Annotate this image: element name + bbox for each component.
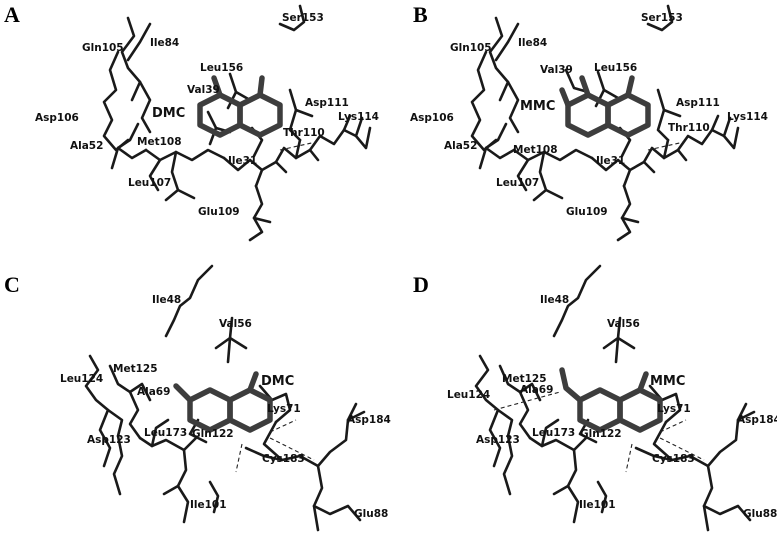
- residue-label: Lys71: [267, 403, 301, 415]
- residue-label: Met125: [502, 373, 547, 385]
- residue-label: Thr110: [283, 127, 325, 139]
- panel-letter: A: [4, 2, 20, 27]
- residue-label: Asp106: [35, 112, 79, 124]
- residue-label: Glu109: [198, 206, 240, 218]
- residue-label: Ile101: [190, 499, 227, 511]
- residue-label: Asp123: [87, 434, 131, 446]
- residue-label: Ala69: [520, 384, 553, 396]
- residue-label: Asp184: [737, 414, 777, 426]
- residue-label: Asp184: [347, 414, 391, 426]
- residue-label: Leu173: [144, 427, 187, 439]
- residue-label: Glu88: [354, 508, 388, 520]
- residue-label: Val39: [540, 64, 573, 76]
- residue-sticks: [474, 264, 756, 532]
- hydrogen-bond: [659, 419, 687, 433]
- panel-b: B: [410, 2, 768, 242]
- residue-label: Gln122: [192, 428, 234, 440]
- residue-label: Glu109: [566, 206, 608, 218]
- residue-label: Leu156: [200, 62, 243, 74]
- ligand-label: DMC: [152, 106, 185, 121]
- hydrogen-bond: [279, 141, 317, 151]
- residue-label: Asp111: [305, 97, 349, 109]
- residue-label: Leu156: [594, 62, 637, 74]
- residue-label: Asp111: [676, 97, 720, 109]
- residue-labels: Ile48 Val56 Met125 Leu124 Ala69 Lys71 As…: [60, 294, 391, 520]
- residue-label: Cys183: [652, 453, 695, 465]
- hydrogen-bond: [659, 437, 705, 461]
- hydrogen-bond: [647, 141, 685, 151]
- residue-label: Asp123: [476, 434, 520, 446]
- residue-label: Leu124: [60, 373, 103, 385]
- residue-label: Gln105: [82, 42, 124, 54]
- residue-label: Leu107: [496, 177, 539, 189]
- hydrogen-bond: [269, 437, 315, 461]
- ligand-label: MMC: [520, 99, 555, 114]
- residue-labels: Ile48 Val56 Met125 Leu124 Ala69 Lys71 As…: [447, 294, 777, 520]
- residue-label: Ile84: [518, 37, 547, 49]
- residue-label: Ser153: [282, 12, 324, 24]
- residue-label: Ser153: [641, 12, 683, 24]
- panel-letter: D: [413, 272, 429, 297]
- panel-letter: C: [4, 272, 20, 297]
- residue-label: Leu107: [128, 177, 171, 189]
- residue-label: Ile84: [150, 37, 179, 49]
- ligand-label: DMC: [261, 374, 294, 389]
- residue-label: Ala69: [137, 386, 170, 398]
- residue-label: Lys114: [727, 111, 768, 123]
- residue-label: Val56: [219, 318, 252, 330]
- residue-label: Gln105: [450, 42, 492, 54]
- ligand-label: MMC: [650, 374, 685, 389]
- residue-label: Met125: [113, 363, 158, 375]
- hydrogen-bond: [493, 391, 561, 411]
- residue-sticks: [470, 4, 740, 242]
- residue-label: Ile31: [228, 155, 257, 167]
- panel-c: C: [4, 264, 391, 532]
- residue-label: Ala52: [444, 140, 477, 152]
- panel-d: D: [413, 264, 777, 532]
- hydrogen-bond: [235, 443, 243, 473]
- panel-letter: B: [413, 2, 428, 27]
- residue-label: Met108: [137, 136, 182, 148]
- residue-label: Val56: [607, 318, 640, 330]
- ligand-mmc: [559, 367, 663, 433]
- residue-sticks: [84, 264, 366, 532]
- residue-label: Val39: [187, 84, 220, 96]
- hydrogen-bond: [269, 419, 297, 433]
- residue-label: Glu88: [743, 508, 777, 520]
- residue-label: Lys114: [338, 111, 379, 123]
- ligand-dmc: [197, 75, 283, 138]
- residue-label: Thr110: [668, 122, 710, 134]
- residue-label: Asp106: [410, 112, 454, 124]
- panel-a: A: [4, 2, 379, 242]
- residue-labels: Ser153 Gln105 Ile84 Leu156 Val39 Asp111 …: [35, 12, 379, 218]
- residue-label: Ala52: [70, 140, 103, 152]
- residue-labels: Ser153 Gln105 Ile84 Val39 Leu156 Asp111 …: [410, 12, 768, 218]
- residue-label: Cys183: [262, 453, 305, 465]
- residue-label: Ile48: [152, 294, 181, 306]
- hydrogen-bond: [625, 443, 633, 473]
- residue-label: Ile101: [579, 499, 616, 511]
- ligand-mmc: [559, 75, 651, 138]
- ligand-dmc: [173, 371, 273, 433]
- residue-sticks: [102, 4, 372, 242]
- residue-label: Ile31: [596, 155, 625, 167]
- residue-label: Met108: [513, 144, 558, 156]
- residue-label: Gln122: [580, 428, 622, 440]
- residue-label: Leu124: [447, 389, 490, 401]
- residue-label: Lys71: [657, 403, 691, 415]
- residue-label: Leu173: [532, 427, 575, 439]
- residue-label: Ile48: [540, 294, 569, 306]
